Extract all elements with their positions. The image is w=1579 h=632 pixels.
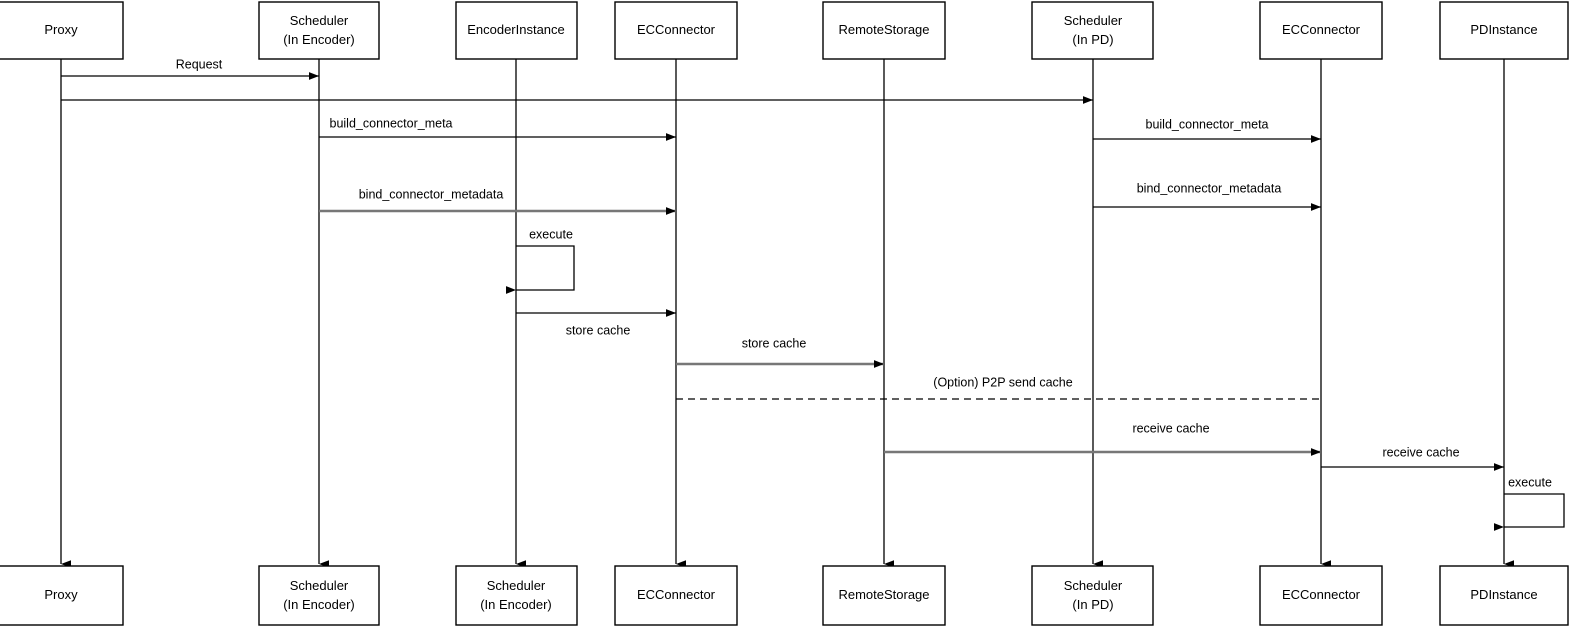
participant-footer-sched_enc[interactable]: Scheduler (In Encoder)	[258, 565, 380, 626]
message-m1[interactable]: Request	[61, 57, 319, 80]
message-m11[interactable]: receive cache	[1321, 445, 1504, 471]
participant-header-proxy[interactable]: Proxy	[0, 1, 124, 60]
participant-footer-proxy[interactable]: Proxy	[0, 565, 124, 626]
message-m5[interactable]: bind_connector_metadata	[319, 187, 676, 215]
participant-footers-layer: Proxy Scheduler (In Encoder) Scheduler (In E…	[0, 565, 1569, 626]
message-label-m7: store cache	[566, 323, 631, 337]
lifelines-layer	[60, 59, 1514, 568]
self-call-label-s1: execute	[529, 227, 573, 241]
self-call-s1[interactable]: execute	[506, 227, 575, 294]
participant-footer-ec_left[interactable]: ECConnector	[614, 565, 738, 626]
participant-header-sched_pd-sublabel: (In PD)	[1072, 32, 1113, 47]
self-call-path-s1	[506, 245, 575, 294]
participant-footer-remote[interactable]: RemoteStorage	[822, 565, 946, 626]
participant-footer-sched_enc-label: Scheduler	[290, 578, 349, 593]
participant-header-ec_right-label: ECConnector	[1282, 22, 1361, 37]
participant-footer-encoder_inst-label: Scheduler	[487, 578, 546, 593]
participant-header-sched_pd[interactable]: Scheduler (In PD)	[1031, 1, 1154, 60]
participant-footer-encoder_inst-sublabel: (In Encoder)	[480, 597, 552, 612]
participant-footer-pd_inst-label: PDInstance	[1470, 587, 1537, 602]
participant-header-ec_left-label: ECConnector	[637, 22, 716, 37]
participant-header-proxy-label: Proxy	[44, 22, 78, 37]
self-call-s2[interactable]: execute	[1494, 475, 1565, 531]
message-m7[interactable]: store cache	[516, 309, 676, 337]
message-label-m9: (Option) P2P send cache	[933, 375, 1072, 389]
participant-footer-ec_left-label: ECConnector	[637, 587, 716, 602]
participant-header-remote[interactable]: RemoteStorage	[822, 1, 946, 60]
participant-footer-pd_inst[interactable]: PDInstance	[1439, 565, 1569, 626]
message-m4[interactable]: build_connector_meta	[1093, 117, 1321, 143]
participant-header-sched_enc-label: Scheduler	[290, 13, 349, 28]
participant-footer-ec_right[interactable]: ECConnector	[1259, 565, 1383, 626]
message-m6[interactable]: bind_connector_metadata	[1093, 181, 1321, 211]
participant-footer-sched_pd[interactable]: Scheduler (In PD)	[1031, 565, 1154, 626]
participant-footer-proxy-label: Proxy	[44, 587, 78, 602]
participant-footer-ec_right-label: ECConnector	[1282, 587, 1361, 602]
self-calls-layer: execute execute	[506, 227, 1565, 531]
message-label-m3: build_connector_meta	[330, 116, 453, 130]
participant-footer-sched_pd-label: Scheduler	[1064, 578, 1123, 593]
message-label-m11: receive cache	[1382, 445, 1459, 459]
participant-header-sched_pd-label: Scheduler	[1064, 13, 1123, 28]
self-call-label-s2: execute	[1508, 475, 1552, 489]
message-m8[interactable]: store cache	[676, 336, 884, 368]
participant-header-ec_right[interactable]: ECConnector	[1259, 1, 1383, 60]
participant-footer-remote-label: RemoteStorage	[838, 587, 929, 602]
participant-header-ec_left[interactable]: ECConnector	[614, 1, 738, 60]
message-label-m4: build_connector_meta	[1146, 117, 1269, 131]
message-label-m1: Request	[176, 57, 223, 71]
participant-header-remote-label: RemoteStorage	[838, 22, 929, 37]
participant-header-sched_enc[interactable]: Scheduler (In Encoder)	[258, 1, 380, 60]
participant-header-sched_enc-sublabel: (In Encoder)	[283, 32, 355, 47]
participant-footer-sched_enc-sublabel: (In Encoder)	[283, 597, 355, 612]
participant-header-encoder_inst-label: EncoderInstance	[467, 22, 565, 37]
participant-footer-encoder_inst[interactable]: Scheduler (In Encoder)	[455, 565, 578, 626]
participant-header-encoder_inst[interactable]: EncoderInstance	[455, 1, 578, 60]
message-label-m10: receive cache	[1132, 421, 1209, 435]
participant-headers-layer: Proxy Scheduler (In Encoder) EncoderInstanc…	[0, 1, 1569, 60]
message-m3[interactable]: build_connector_meta	[319, 116, 676, 141]
message-m9[interactable]: (Option) P2P send cache	[676, 375, 1321, 400]
participant-footer-sched_pd-sublabel: (In PD)	[1072, 597, 1113, 612]
messages-layer: Request build_connector_meta build_connect…	[61, 57, 1504, 471]
self-call-path-s2	[1494, 493, 1565, 531]
message-label-m8: store cache	[742, 336, 807, 350]
message-m10[interactable]: receive cache	[884, 421, 1321, 456]
message-label-m5: bind_connector_metadata	[359, 187, 504, 201]
participant-header-pd_inst-label: PDInstance	[1470, 22, 1537, 37]
participant-header-pd_inst[interactable]: PDInstance	[1439, 1, 1569, 60]
message-label-m6: bind_connector_metadata	[1137, 181, 1282, 195]
